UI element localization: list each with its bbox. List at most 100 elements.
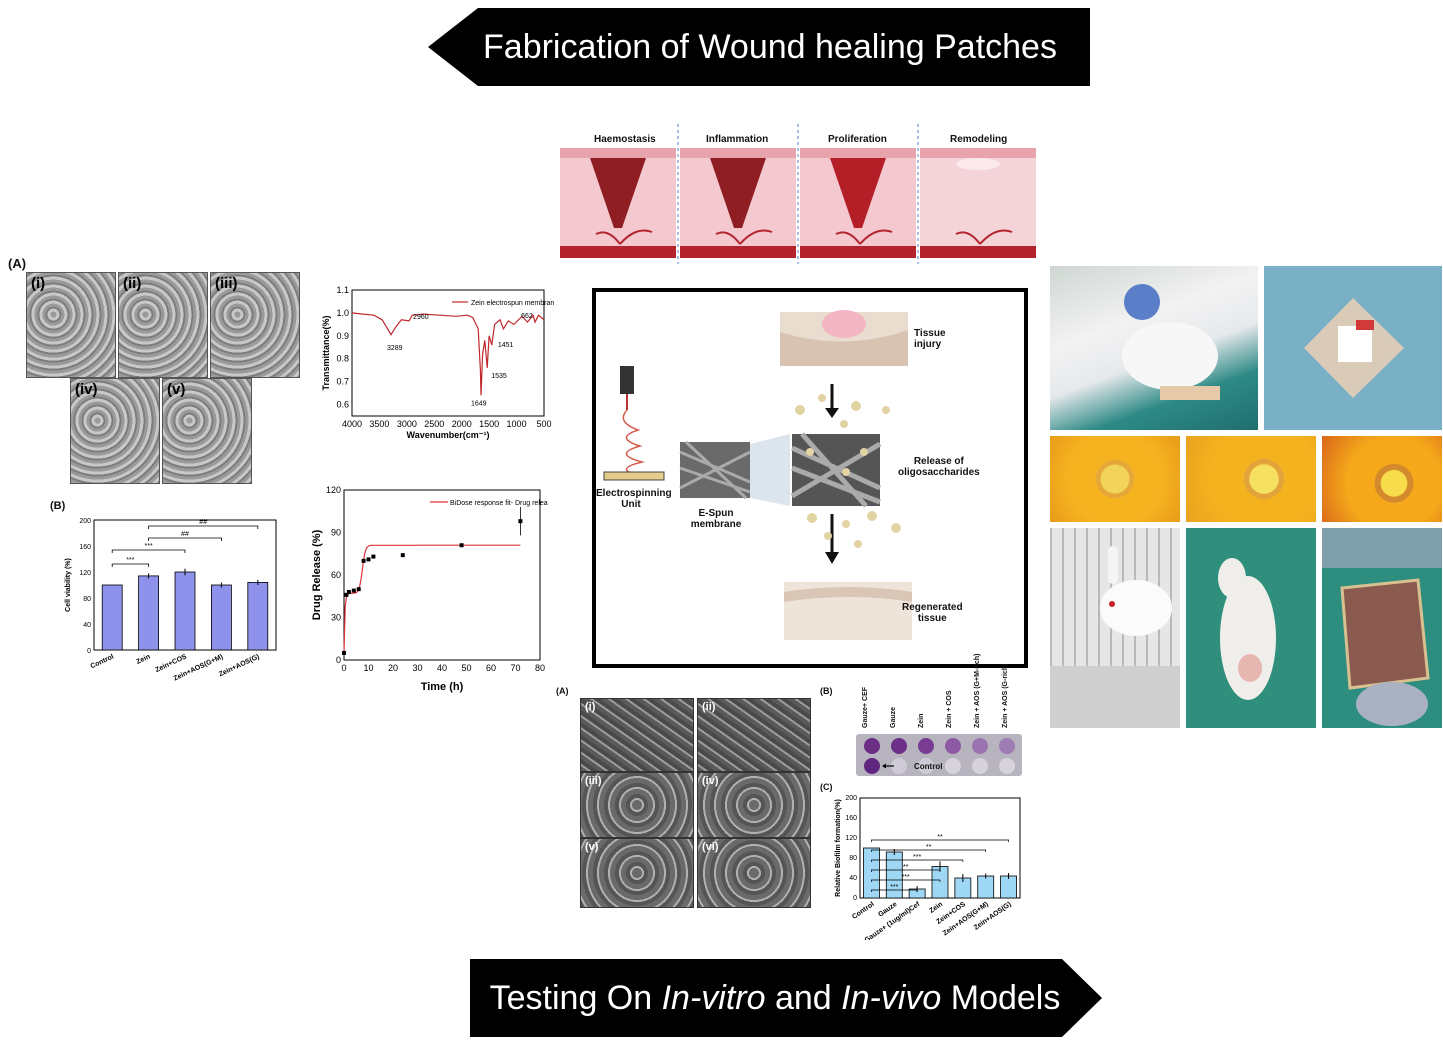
sem-image-iv: (iv) xyxy=(697,772,811,838)
tissue-injury-line2: injury xyxy=(914,339,942,350)
photo-cam-assay-2 xyxy=(1186,436,1316,522)
unit-line2: Unit xyxy=(621,499,641,510)
release-x-tick: 50 xyxy=(461,663,471,673)
release-data-point xyxy=(459,543,464,548)
regenerated-line2: tissue xyxy=(917,613,947,624)
sem-image-label: (v) xyxy=(585,841,599,853)
healing-phases-strip xyxy=(560,124,1040,264)
viability-bar xyxy=(101,584,123,651)
ftir-peak-label: 662 xyxy=(521,313,533,320)
release-x-tick: 0 xyxy=(341,663,346,673)
release-plot-frame xyxy=(343,489,541,661)
applied-patch-illustration xyxy=(1322,528,1442,726)
release-data-point xyxy=(346,590,351,594)
release-x-tick: 70 xyxy=(510,663,520,673)
biofilm-plate-photo: Control xyxy=(856,734,1022,776)
phase-vessel-band xyxy=(800,246,916,258)
viability-bar xyxy=(138,575,159,651)
phase-vessel-band xyxy=(920,246,1036,258)
ftir-peak-label: 3289 xyxy=(387,345,403,352)
ftir-x-tick: 3500 xyxy=(369,419,389,429)
biofilm-sig-bracket xyxy=(871,839,1009,842)
biofilm-bar xyxy=(977,875,995,899)
ftir-peak-label: 2960 xyxy=(413,314,429,321)
plate-col-label-4: Zein + COS xyxy=(946,690,953,728)
viability-sig-label: *** xyxy=(126,557,134,564)
release-y-tick: 30 xyxy=(331,613,341,623)
biofilm-sig-bracket xyxy=(871,859,964,862)
biofilm-sig-label: *** xyxy=(890,884,898,891)
ftir-x-tick: 500 xyxy=(536,419,551,429)
release-y-tick: 0 xyxy=(336,655,341,665)
biofilm-sig-label: ** xyxy=(937,834,943,841)
sem-image-i: (i) xyxy=(580,698,694,772)
release-legend-text: BiDose response fit- Drug release xyxy=(450,500,548,507)
release-y-tick: 60 xyxy=(331,570,341,580)
biofilm-sig-bracket xyxy=(871,869,941,872)
membrane-line2: membrane xyxy=(690,519,742,530)
phase-wound-cavity xyxy=(710,158,766,228)
panel-label-sem-a: (A) xyxy=(556,686,569,696)
viability-sig-label: ## xyxy=(181,531,189,538)
ftir-x-tick: 1000 xyxy=(507,419,527,429)
viability-y-tick: 80 xyxy=(83,596,91,603)
phase-wound-cavity xyxy=(590,158,646,228)
sem-image-vi: (vi) xyxy=(697,838,811,908)
biofilm-sig-label: *** xyxy=(913,854,921,861)
panel-label-plate-b: (B) xyxy=(820,686,833,696)
sem-image-label: (iii) xyxy=(585,775,602,787)
photo-cam-assay-3 xyxy=(1322,436,1442,522)
panel-label-biofilm-c: (C) xyxy=(820,782,833,792)
researcher-illustration xyxy=(1122,284,1220,400)
rabbit-cage-illustration xyxy=(1050,546,1180,728)
phase-capillary xyxy=(715,229,773,245)
ftir-peak-label: 1535 xyxy=(491,373,507,380)
cell-image-label: (ii) xyxy=(123,275,142,292)
release-x-tick: 30 xyxy=(412,663,422,673)
cell-image-label: (i) xyxy=(31,275,46,292)
biofilm-sig-bracket xyxy=(871,889,918,892)
biofilm-sig-bracket xyxy=(871,849,987,852)
biofilm-sig-label: ** xyxy=(926,844,932,851)
release-data-point xyxy=(344,592,349,597)
biofilm-sig-bracket xyxy=(871,879,941,882)
cell-image-ii: (ii) xyxy=(118,272,208,378)
biofilm-y-tick: 0 xyxy=(853,895,857,902)
ftir-peak-label: 1649 xyxy=(471,400,487,407)
ftir-y-tick: 1.1 xyxy=(336,285,349,295)
ftir-y-tick: 0.8 xyxy=(336,354,349,364)
phase-label-proliferation: Proliferation xyxy=(828,134,887,145)
bottom-banner-part1: Testing On xyxy=(489,978,662,1017)
ftir-legend-text: Zein electrospun membrane xyxy=(471,300,554,307)
release-data-point xyxy=(356,587,361,592)
viability-bar xyxy=(210,584,232,651)
ftir-y-axis-label: Transmittance(%) xyxy=(321,315,331,390)
biofilm-y-axis-label: Relative Biofilm formation(%) xyxy=(835,799,842,897)
viability-bar xyxy=(174,571,196,651)
viability-y-tick: 120 xyxy=(79,570,91,577)
regenerated-line1: Regenerated xyxy=(902,602,963,613)
sem-image-label: (vi) xyxy=(702,841,719,853)
phase-capillary xyxy=(595,229,653,245)
photo-rabbit-on-table xyxy=(1186,528,1316,728)
ftir-y-tick: 0.6 xyxy=(336,400,349,410)
viability-x-tick: Zein+AOS(G) xyxy=(218,653,261,678)
viability-y-tick: 0 xyxy=(87,648,91,655)
healing-phases-illustration xyxy=(560,124,1036,264)
cell-image-i: (i) xyxy=(26,272,116,378)
plate-column-labels: Gauze+ CEF Gauze Zein Zein + COS Zein + … xyxy=(862,654,1032,734)
photo-rabbit-in-cage xyxy=(1050,528,1180,728)
viability-sig-label: ## xyxy=(199,519,207,526)
phase-vessel-band xyxy=(560,246,676,258)
release-data-point xyxy=(366,557,371,562)
biofilm-bar xyxy=(885,851,903,899)
biofilm-y-tick: 80 xyxy=(849,855,857,862)
cell-image-label: (v) xyxy=(167,381,186,398)
phase-epidermis xyxy=(920,148,1036,158)
phase-epidermis xyxy=(680,148,796,158)
